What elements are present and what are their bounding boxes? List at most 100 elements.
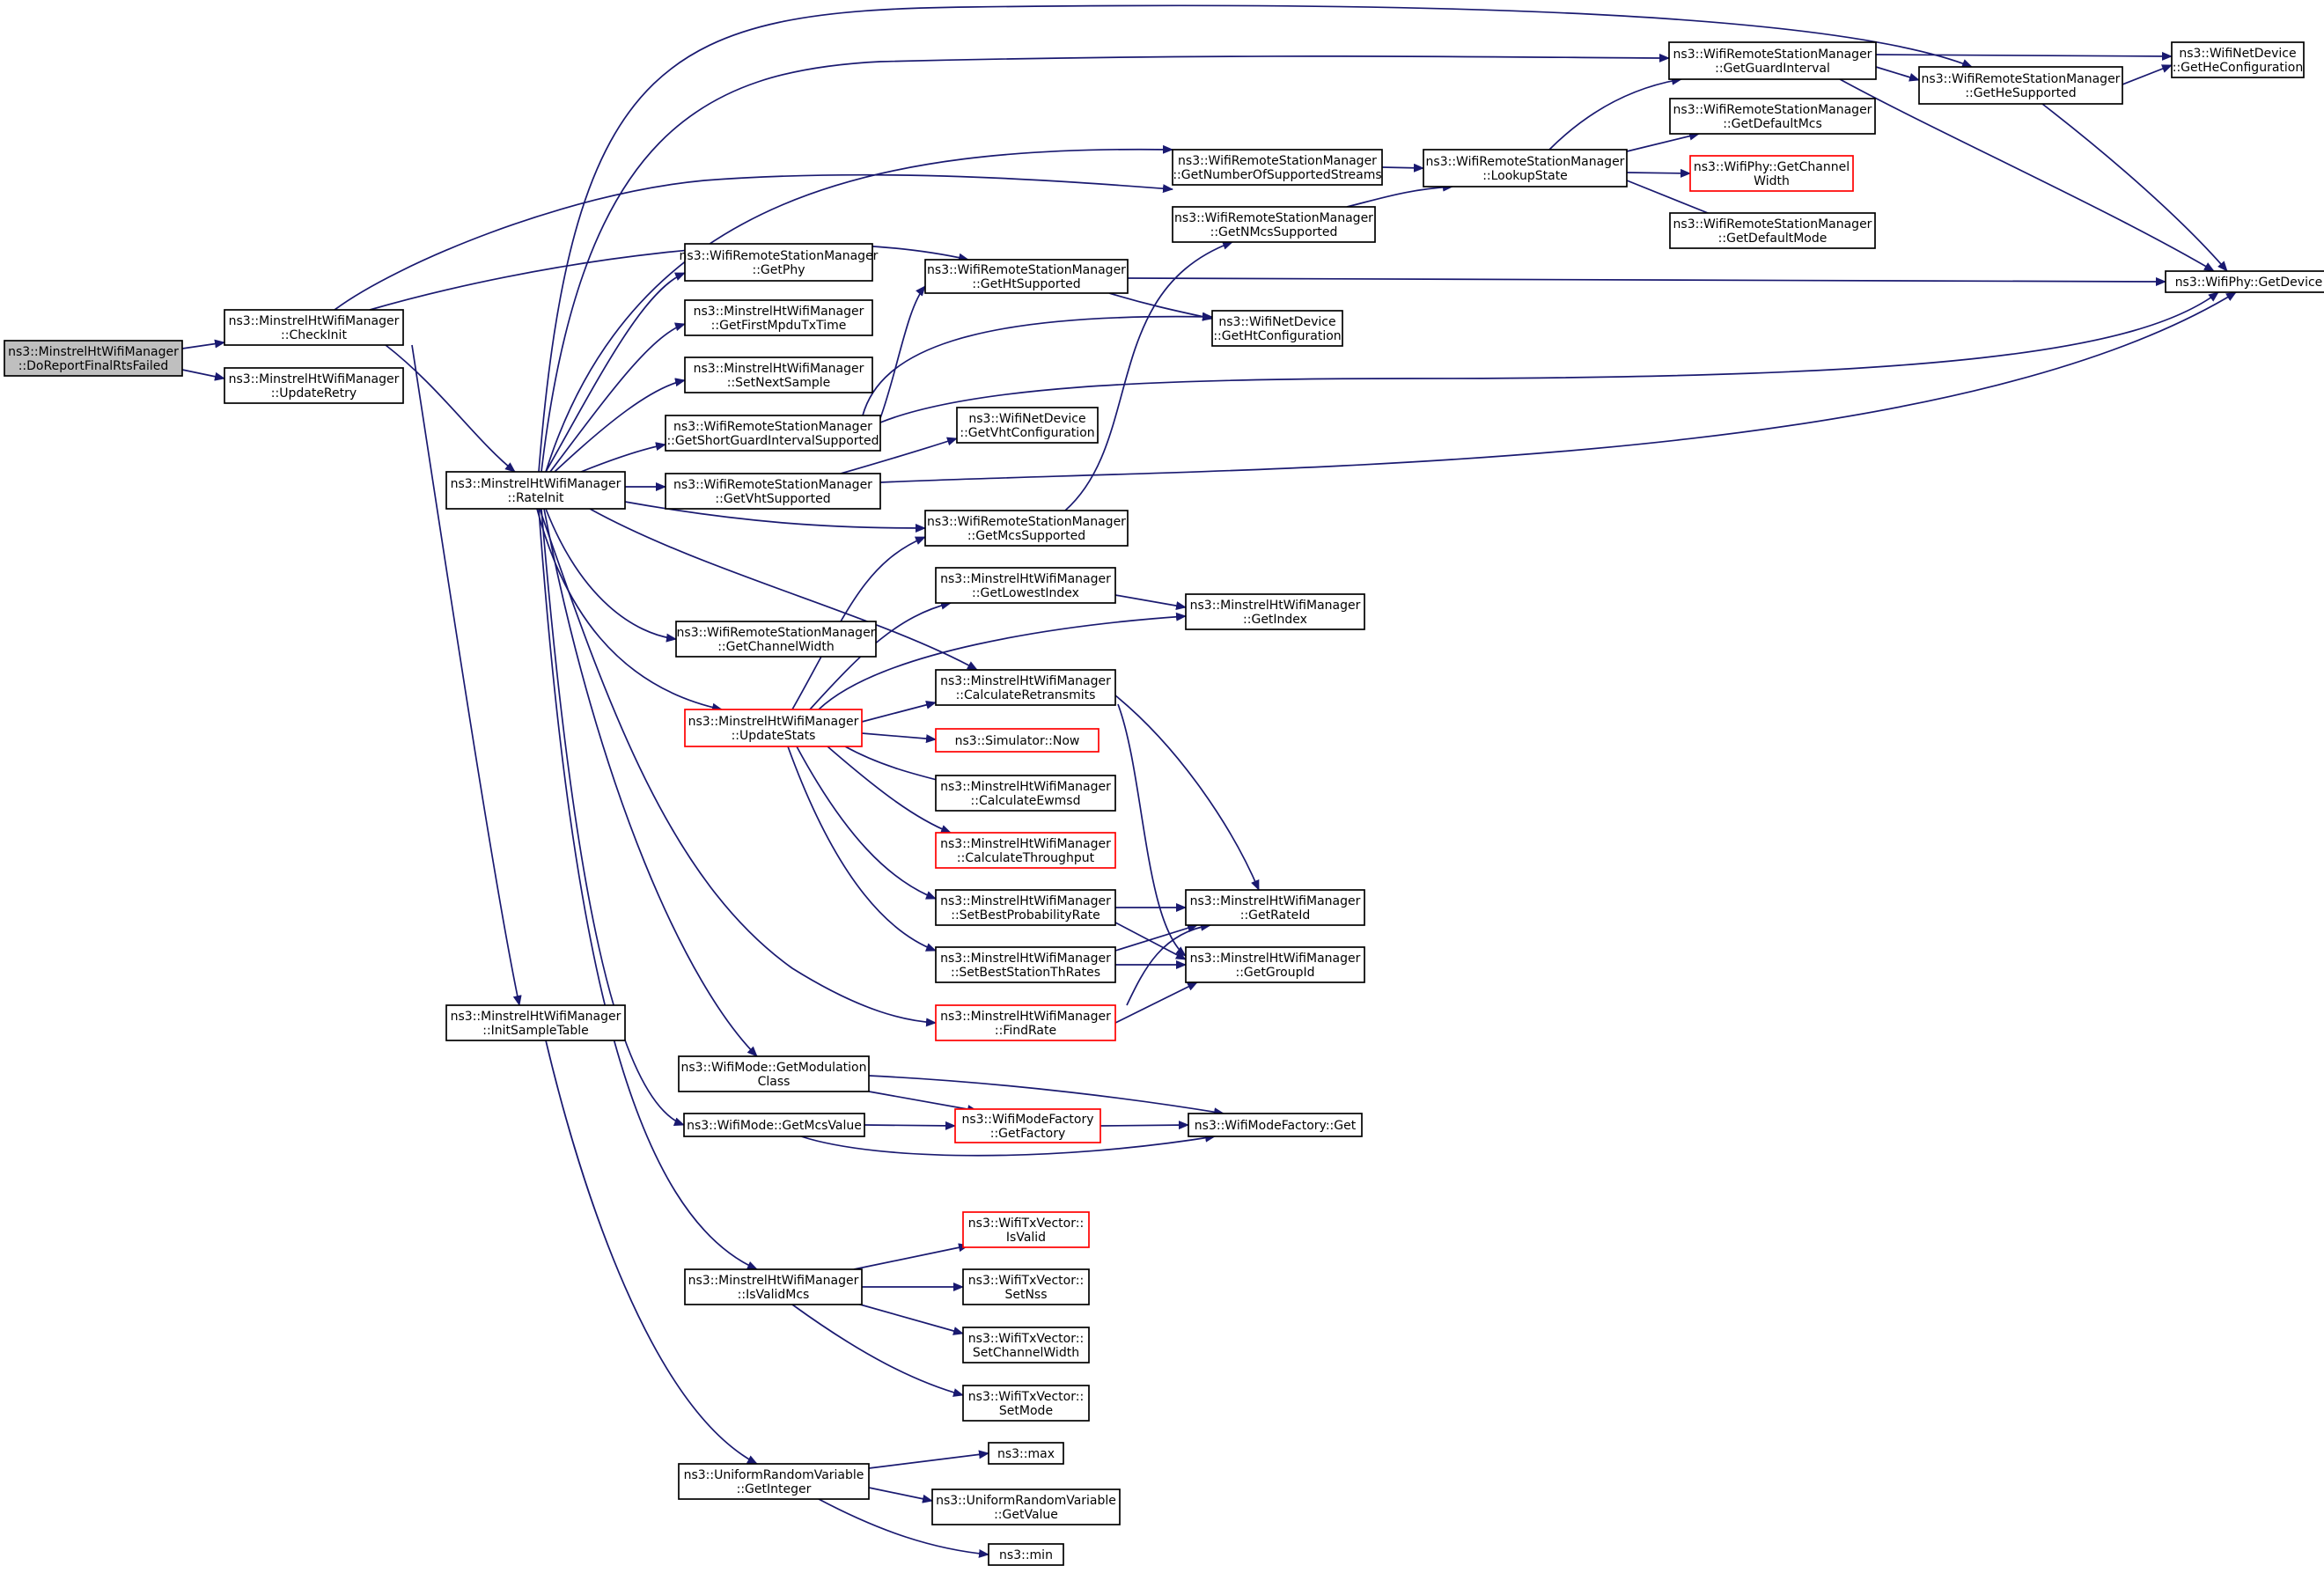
node-calcewmsd[interactable]: ns3::MinstrelHtWifiManager::CalculateEwm… [935,775,1116,812]
node-isvalidmcs[interactable]: ns3::MinstrelHtWifiManager::IsValidMcs [684,1268,863,1305]
node-getmcsvalue[interactable]: ns3::WifiMode::GetMcsValue [683,1113,865,1137]
node-label: ns3::WifiRemoteStationManager [677,626,876,640]
node-factoryget[interactable]: ns3::WifiModeFactory::Get [1188,1113,1363,1137]
node-getnmcs[interactable]: ns3::WifiRemoteStationManager::GetNMcsSu… [1172,206,1376,243]
node-setbestth[interactable]: ns3::MinstrelHtWifiManager::SetBestStati… [935,946,1116,983]
edge-rateinit-to-updatestats [536,508,723,712]
edge-line [862,312,1213,416]
node-gethtconf[interactable]: ns3::WifiNetDevice::GetHtConfiguration [1211,310,1343,347]
edge-updatestats-to-calcretrans [861,700,937,723]
node-label: ns3::MinstrelHtWifiManager [940,894,1111,908]
edge-rateinit-to-getmodclass [543,508,758,1057]
edge-line [868,1091,978,1114]
node-txsetchan[interactable]: ns3::WifiTxVector::SetChannelWidth [962,1327,1090,1364]
node-calcretrans[interactable]: ns3::MinstrelHtWifiManager::CalculateRet… [935,669,1116,706]
node-label: ns3::WifiModeFactory [961,1113,1093,1127]
node-label: ns3::MinstrelHtWifiManager [1190,894,1361,908]
node-label: ::FindRate [995,1024,1056,1038]
node-checkinit[interactable]: ns3::MinstrelHtWifiManager::CheckInit [224,309,404,346]
node-getvht[interactable]: ns3::WifiRemoteStationManager::GetVhtSup… [665,473,881,510]
node-updatestats[interactable]: ns3::MinstrelHtWifiManager::UpdateStats [684,709,863,747]
edge-findrate-to-getgroupid [1114,981,1198,1024]
node-max[interactable]: ns3::max [988,1442,1064,1465]
edge-line [791,536,926,710]
node-getrateid[interactable]: ns3::MinstrelHtWifiManager::GetRateId [1185,889,1365,926]
edge-line [539,508,937,1027]
edge-line [1114,594,1187,611]
node-label: ::GetMcsSupported [967,529,1085,543]
node-label: ns3::MinstrelHtWifiManager [688,715,859,729]
node-label: ::GetVhtSupported [715,492,830,506]
node-label: ns3::WifiNetDevice [1218,315,1335,329]
edge-line [549,322,686,473]
node-label: ::GetPhy [753,263,805,277]
node-getlowest[interactable]: ns3::MinstrelHtWifiManager::GetLowestInd… [935,567,1116,604]
node-lookupstate[interactable]: ns3::WifiRemoteStationManager::LookupSta… [1423,149,1628,187]
node-label: ::GetFactory [990,1127,1066,1141]
edge-line [861,732,937,744]
node-getfirstmpdu[interactable]: ns3::MinstrelHtWifiManager::GetFirstMpdu… [684,299,873,336]
node-getdefmode[interactable]: ns3::WifiRemoteStationManager::GetDefaul… [1669,212,1876,249]
node-initsample[interactable]: ns3::MinstrelHtWifiManager::InitSampleTa… [445,1004,626,1041]
edge-gethe-to-gethecfg [2122,64,2173,85]
node-box [678,1055,870,1092]
node-calcthru[interactable]: ns3::MinstrelHtWifiManager::CalculateThr… [935,832,1116,869]
node-box [1689,155,1854,192]
edge-rateinit-to-getchanwidth [545,508,677,643]
node-getinteger[interactable]: ns3::UniformRandomVariable::GetInteger [678,1463,870,1500]
node-getgi[interactable]: ns3::WifiRemoteStationManager::GetGuardI… [1668,41,1877,80]
edge-line [1381,163,1424,173]
node-label: ::GetFirstMpduTxTime [711,319,847,333]
node-getchanwidth[interactable]: ns3::WifiRemoteStationManager::GetChanne… [675,621,877,658]
edge-getht-to-getdevice [1127,276,2166,286]
node-gethecfg[interactable]: ns3::WifiNetDevice::GetHeConfiguration [2171,41,2305,78]
node-simnow[interactable]: ns3::Simulator::Now [935,728,1099,753]
node-getnumstreams[interactable]: ns3::WifiRemoteStationManager::GetNumber… [1172,149,1383,186]
edge-line [545,1040,758,1465]
node-getht[interactable]: ns3::WifiRemoteStationManager::GetHtSupp… [924,259,1129,294]
node-getvalue[interactable]: ns3::UniformRandomVariable::GetValue [931,1488,1121,1525]
edge-getnumstreams-to-lookupstate [1381,163,1424,173]
node-label: ns3::MinstrelHtWifiManager [940,674,1111,688]
edge-updatestats-to-getmcssupp [791,536,926,710]
node-getvhtconf[interactable]: ns3::WifiNetDevice::GetVhtConfiguration [956,407,1099,444]
node-box [935,775,1116,812]
node-getgroupid[interactable]: ns3::MinstrelHtWifiManager::GetGroupId [1185,946,1365,983]
edge-getmcsvalue-to-getfactory [864,1121,956,1130]
node-txvalid[interactable]: ns3::WifiTxVector::IsValid [962,1211,1090,1248]
node-setnextsample[interactable]: ns3::MinstrelHtWifiManager::SetNextSampl… [684,356,873,393]
node-box [962,1211,1090,1248]
node-txsetnss[interactable]: ns3::WifiTxVector::SetNss [962,1268,1090,1305]
node-getdefmcs[interactable]: ns3::WifiRemoteStationManager::GetDefaul… [1669,98,1876,135]
node-box [962,1268,1090,1305]
node-label: ::SetNextSample [727,376,831,390]
node-label: ns3::MinstrelHtWifiManager [688,1274,859,1288]
node-getdevice[interactable]: ns3::WifiPhy::GetDevice [2165,270,2324,293]
edge-line [385,344,516,473]
node-label: ns3::WifiMode::GetMcsValue [687,1119,862,1133]
node-min[interactable]: ns3::min [988,1543,1064,1566]
node-updateretry[interactable]: ns3::MinstrelHtWifiManager::UpdateRetry [224,367,404,404]
node-setbestprob[interactable]: ns3::MinstrelHtWifiManager::SetBestProba… [935,889,1116,926]
node-box [684,299,873,336]
node-txsetmode[interactable]: ns3::WifiTxVector::SetMode [962,1385,1090,1422]
node-box [988,1543,1064,1566]
node-getphy[interactable]: ns3::WifiRemoteStationManager::GetPhy [680,243,879,282]
node-getchanwidthphy[interactable]: ns3::WifiPhy::GetChannelWidth [1689,155,1854,192]
edge-line [800,1133,1216,1157]
node-label: ns3::WifiModeFactory::Get [1195,1119,1357,1133]
node-label: IsValid [1006,1231,1046,1245]
node-findrate[interactable]: ns3::MinstrelHtWifiManager::FindRate [935,1004,1116,1041]
node-gethe[interactable]: ns3::WifiRemoteStationManager::GetHeSupp… [1918,66,2123,105]
node-getfactory[interactable]: ns3::WifiModeFactory::GetFactory [954,1108,1101,1143]
node-getindex[interactable]: ns3::MinstrelHtWifiManager::GetIndex [1185,593,1365,630]
node-getmcssupp[interactable]: ns3::WifiRemoteStationManager::GetMcsSup… [924,510,1129,547]
edge-rateinit-to-setnextsample [554,378,686,473]
node-getsgi[interactable]: ns3::WifiRemoteStationManager::GetShortG… [665,415,881,452]
node-box [1668,41,1877,80]
edge-line [818,612,1187,710]
node-rateinit[interactable]: ns3::MinstrelHtWifiManager::RateInit [445,471,626,510]
edge-getvht-to-getdevice [879,291,2237,483]
node-label: ns3::WifiRemoteStationManager [1922,72,2121,86]
